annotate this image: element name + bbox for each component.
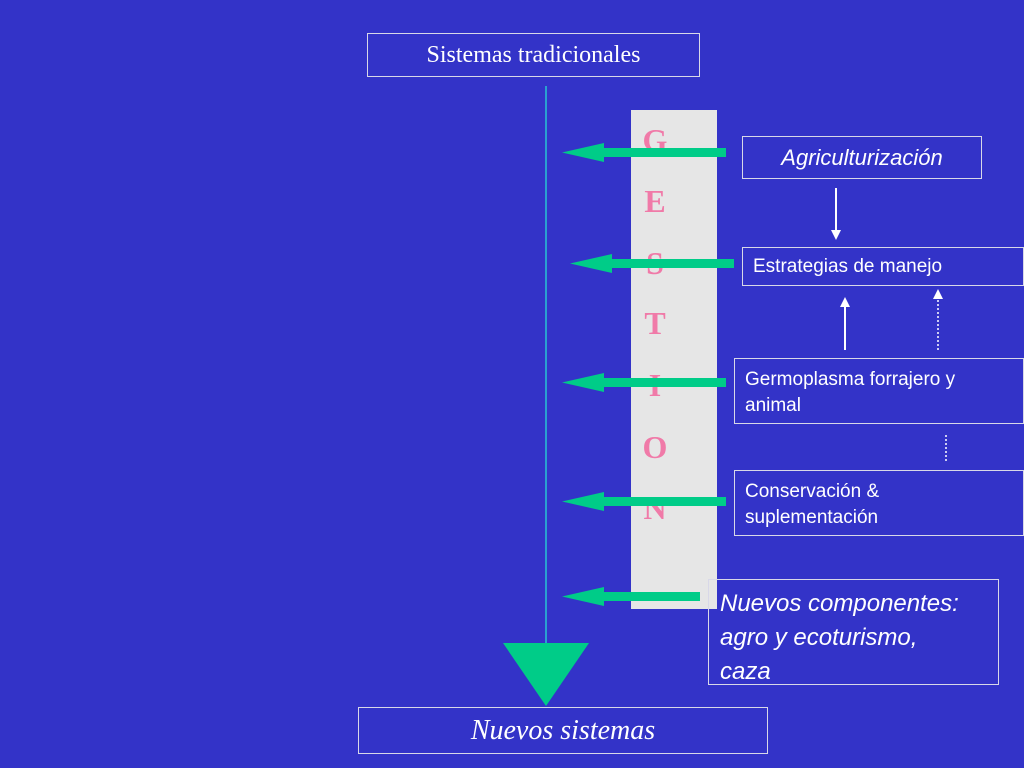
- estrategias-box: Estrategias de manejo: [742, 247, 1024, 286]
- arrow-agri-to-estr-head: [831, 230, 841, 240]
- germoplasma-box: Germoplasma forrajero y animal: [734, 358, 1024, 424]
- gestion-arrow-2-shaft: [606, 259, 734, 268]
- gestion-letter-t: T: [644, 305, 666, 341]
- bottom-label-box: Nuevos sistemas: [358, 707, 768, 754]
- arrow-germ-to-estr-head: [840, 297, 850, 307]
- conservacion-label-line-1: Conservación &: [745, 481, 880, 502]
- agriculturizacion-box: Agriculturización: [742, 136, 982, 179]
- gestion-arrow-5-head: [562, 587, 604, 606]
- gestion-arrow-4-shaft: [598, 497, 726, 506]
- dotted-arrow-to-estr-head: [933, 289, 943, 299]
- gestion-arrow-1-head: [562, 143, 604, 162]
- bottom-label: Nuevos sistemas: [470, 714, 656, 746]
- nuevos-componentes-box: Nuevos componentes: agro y ecoturismo, c…: [708, 579, 999, 685]
- gestion-arrow-4-head: [562, 492, 604, 511]
- gestion-arrow-1-shaft: [598, 148, 726, 157]
- gestion-bar: [631, 110, 717, 609]
- gestion-letter-o: O: [642, 429, 668, 465]
- nuevos-componentes-line-2: agro y ecoturismo,: [720, 624, 918, 651]
- gestion-arrow-3-shaft: [598, 378, 726, 387]
- nuevos-componentes-line-1: Nuevos componentes:: [720, 590, 959, 617]
- top-label-box: Sistemas tradicionales: [367, 33, 700, 77]
- conservacion-label-line-2: suplementación: [745, 507, 879, 528]
- germoplasma-label-line-1: Germoplasma forrajero y: [745, 369, 956, 390]
- gestion-arrow-5-shaft: [598, 592, 700, 601]
- top-label: Sistemas tradicionales: [426, 41, 641, 68]
- estrategias-label: Estrategias de manejo: [753, 255, 943, 277]
- nuevos-componentes-line-3: caza: [720, 658, 771, 685]
- germoplasma-label-line-2: animal: [745, 395, 801, 416]
- gestion-letter-e: E: [644, 183, 666, 219]
- gestion-arrow-3-head: [562, 373, 604, 392]
- gestion-arrow-2-head: [570, 254, 612, 273]
- main-flow-arrowhead: [503, 643, 589, 706]
- conservacion-box: Conservación & suplementación: [734, 470, 1024, 536]
- agriculturizacion-label: Agriculturización: [781, 144, 943, 170]
